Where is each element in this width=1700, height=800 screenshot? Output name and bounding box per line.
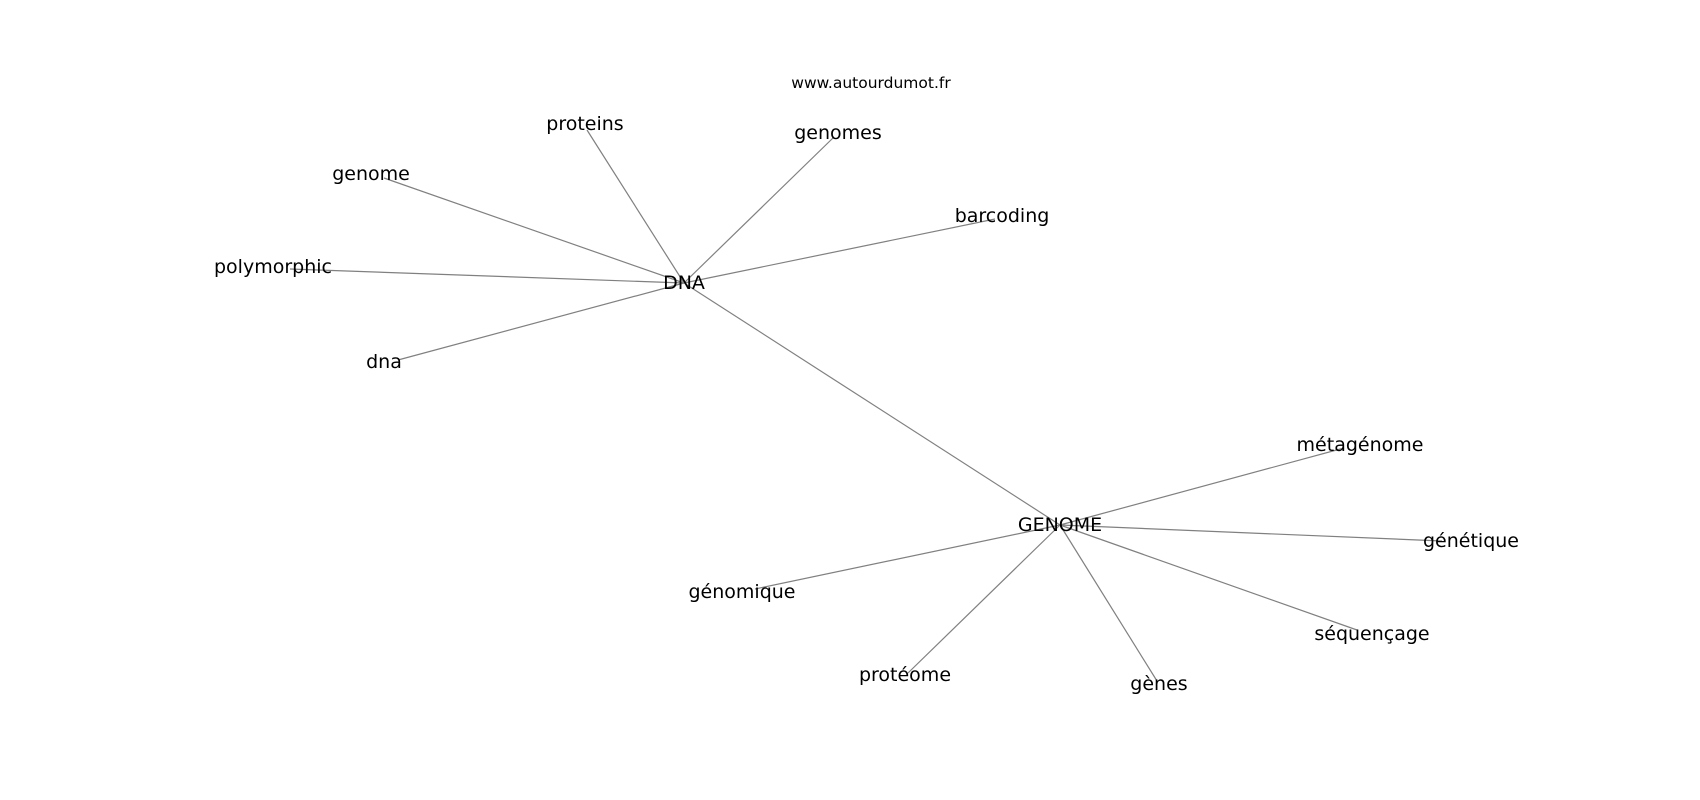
edge-genome-proteome — [907, 524, 1061, 674]
graph-edges — [289, 129, 1443, 682]
edge-dna-barcoding — [683, 218, 996, 284]
edge-genome-sequencage — [1059, 524, 1358, 631]
word-node-proteome[interactable]: protéome — [859, 664, 951, 686]
word-node-polymorphic[interactable]: polymorphic — [214, 256, 332, 278]
word-node-dna[interactable]: dna — [366, 351, 402, 373]
word-node-genes[interactable]: gènes — [1130, 673, 1187, 695]
hub-node-dna[interactable]: DNA — [663, 272, 705, 294]
edge-dna-genomes — [683, 136, 835, 284]
edge-genome-genes — [1059, 524, 1158, 682]
word-node-barcoding[interactable]: barcoding — [955, 205, 1050, 227]
edge-dna-dna — [397, 282, 685, 361]
edge-genome-metagenome — [1059, 447, 1345, 526]
edge-dna-proteins — [586, 129, 685, 284]
graph-labels: DNA GENOME proteins genomes genome barcoding p… — [214, 113, 1519, 695]
hub-node-genome[interactable]: GENOME — [1018, 514, 1102, 536]
edge-dna-genome — [383, 177, 685, 284]
word-node-genomique[interactable]: génomique — [689, 581, 796, 603]
edge-dna-polymorphic — [289, 268, 685, 284]
site-watermark: www.autourdumot.fr — [791, 74, 951, 92]
edge-dna-genome — [683, 282, 1061, 526]
edge-genome-genomique — [754, 524, 1061, 590]
word-node-genomes[interactable]: genomes — [794, 122, 882, 144]
edge-genome-genetique — [1059, 524, 1443, 542]
word-node-proteins[interactable]: proteins — [546, 113, 623, 135]
word-node-metagenome[interactable]: métagénome — [1297, 434, 1424, 456]
word-node-genome[interactable]: genome — [332, 163, 410, 185]
word-node-genetique[interactable]: génétique — [1423, 530, 1519, 552]
word-node-sequencage[interactable]: séquençage — [1314, 623, 1429, 645]
